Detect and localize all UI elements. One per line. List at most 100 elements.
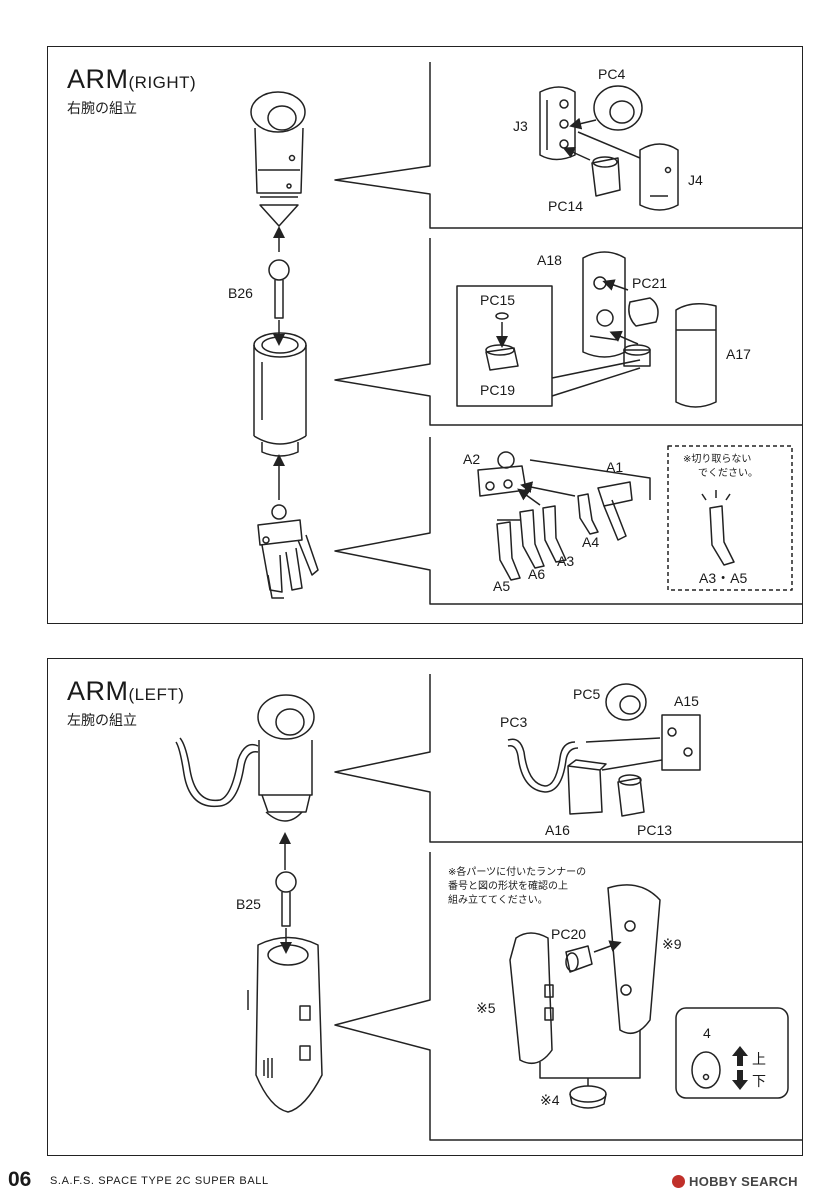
- cap-orientation-diagram: [691, 1051, 721, 1089]
- page-number: 06: [8, 1168, 32, 1191]
- part-pc19-small: [623, 344, 651, 367]
- arrow-a3: [517, 488, 541, 506]
- label-mark9: ※9: [662, 936, 682, 952]
- ball-joint-b25: [275, 871, 297, 927]
- part-pc21: [628, 297, 659, 327]
- label-pc21: PC21: [632, 275, 668, 291]
- label-up: 上: [752, 1051, 766, 1067]
- note-do-not-cut-2: でください。: [698, 468, 758, 479]
- watermark-text: HOBBY SEARCH: [689, 1174, 798, 1189]
- guide-cap: [539, 1030, 641, 1079]
- label-a4: A4: [582, 534, 600, 550]
- label-pc14: PC14: [548, 198, 584, 214]
- detail-panel-a17-a18: [334, 238, 803, 426]
- part-a4: [577, 493, 599, 535]
- note-do-not-cut-1: ※切り取らない: [683, 454, 752, 465]
- part-pc13: [617, 774, 645, 817]
- label-pc4: PC4: [598, 66, 626, 82]
- right-arm-title: ARM(RIGHT): [67, 64, 197, 94]
- guide-a2: [529, 459, 651, 500]
- label-j4: J4: [688, 172, 703, 188]
- watermark-logo-icon: [672, 1175, 685, 1188]
- arrow-pc19: [609, 330, 639, 345]
- part-pc19: [485, 344, 519, 371]
- forearm-cylinder-right: [253, 332, 307, 457]
- label-b26: B26: [228, 285, 253, 301]
- part-j3: [539, 86, 576, 161]
- part-j4: [639, 143, 679, 211]
- label-pc13: PC13: [637, 822, 673, 838]
- right-arm-subtitle: 右腕の組立: [67, 100, 137, 116]
- part-a3-a5-inset: [701, 490, 735, 566]
- guide-inset-1: [551, 359, 641, 379]
- label-a6: A6: [528, 566, 546, 582]
- detail-panel-j3-j4: [334, 62, 803, 229]
- detail-panel-a15-a16: [334, 674, 803, 843]
- part-a3: [542, 505, 567, 563]
- part-pc14: [591, 156, 621, 197]
- inset-pc15-pc19: [456, 285, 553, 407]
- label-pc3: PC3: [500, 714, 528, 730]
- label-a17: A17: [726, 346, 751, 362]
- part-a2: [477, 451, 527, 497]
- label-mark4: ※4: [540, 1092, 560, 1108]
- hand-assembly-right: [257, 504, 319, 599]
- upper-arm-assembly-left: [175, 694, 315, 822]
- arrow-pc14: [562, 147, 591, 161]
- part-a5: [496, 521, 521, 581]
- upper-arm-assembly-right: [250, 91, 306, 227]
- forearm-shell-left: [247, 936, 323, 1113]
- ball-joint-b26: [268, 259, 290, 319]
- label-a2: A2: [463, 451, 481, 467]
- part-a17: [675, 303, 717, 408]
- left-arm-title-suffix: (LEFT): [128, 685, 185, 704]
- arrow-pc4: [569, 117, 597, 130]
- label-pc20: PC20: [551, 926, 587, 942]
- label-a15: A15: [674, 693, 699, 709]
- label-a5: A5: [493, 578, 511, 594]
- note-runner-1: ※各パーツに付いたランナーの: [448, 867, 587, 878]
- label-a16: A16: [545, 822, 570, 838]
- guide-j4: [577, 131, 641, 159]
- part-a16: [567, 759, 607, 815]
- detail-panel-pc20: [334, 852, 803, 1141]
- inset-orientation: [675, 1007, 789, 1099]
- right-arm-title-suffix: (RIGHT): [128, 73, 197, 92]
- part-pc4: [593, 85, 643, 131]
- arrow-a4: [520, 481, 576, 497]
- note-runner-2: 番号と図の形状を確認の上: [448, 881, 568, 892]
- inset-a3-a5: [667, 445, 793, 591]
- product-name: S.A.F.S. SPACE TYPE 2C SUPER BALL: [50, 1175, 269, 1187]
- label-a3-a5: A3・A5: [699, 570, 748, 586]
- left-arm-subtitle: 左腕の組立: [67, 712, 137, 728]
- guide-a16: [601, 759, 663, 771]
- label-a3: A3: [557, 553, 575, 569]
- label-down: 下: [752, 1073, 766, 1089]
- left-arm-section: [47, 658, 803, 1156]
- label-j3: J3: [513, 118, 528, 134]
- label-mark5: ※5: [476, 1000, 496, 1016]
- part-a1: [597, 481, 633, 541]
- label-num4: 4: [703, 1025, 711, 1041]
- label-a18: A18: [537, 252, 562, 268]
- guide-pc3: [585, 737, 661, 743]
- left-arm-title: ARM(LEFT): [67, 676, 185, 706]
- part-forearm-half-9: [607, 884, 661, 1035]
- part-a15: [661, 714, 701, 771]
- label-pc15: PC15: [480, 292, 516, 308]
- part-pc15: [495, 312, 509, 320]
- right-arm-section: [47, 46, 803, 624]
- part-a6: [519, 509, 545, 569]
- part-a18: [582, 251, 626, 358]
- label-pc19: PC19: [480, 382, 516, 398]
- part-forearm-half-5: [509, 932, 554, 1065]
- guide-inset-2: [551, 367, 641, 397]
- note-runner-3: 組み立ててください。: [448, 895, 548, 906]
- part-pc5: [605, 683, 647, 721]
- label-b25: B25: [236, 896, 261, 912]
- part-pc20: [565, 945, 593, 973]
- part-pc3: [507, 738, 579, 793]
- watermark: HOBBY SEARCH: [672, 1174, 798, 1189]
- arrow-pc21: [602, 279, 629, 291]
